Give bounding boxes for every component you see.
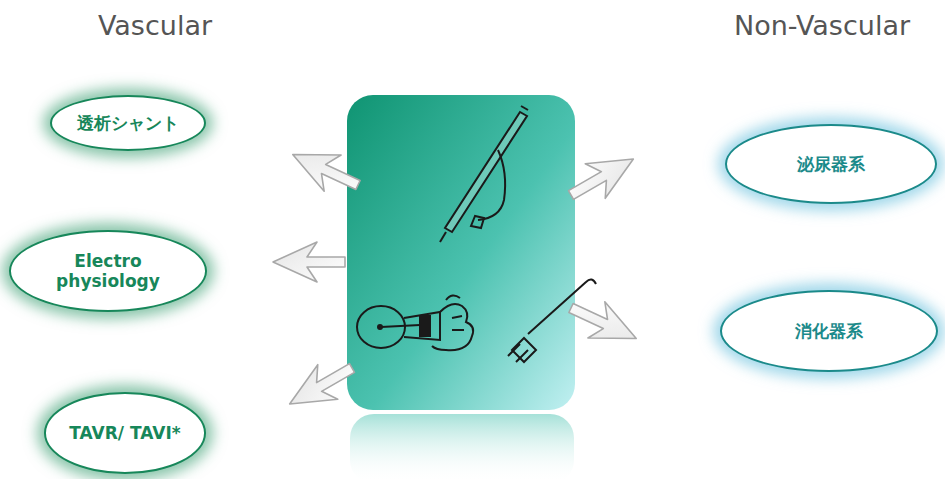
ellipse-node: TAVR/ TAVI* [44,392,207,474]
section-heading: Vascular [98,10,212,41]
open-arrow [563,290,645,357]
node-label: 泌尿器系 [797,154,865,174]
node-label: Electro physiology [39,251,176,292]
balloon-hand-icon [357,295,473,350]
catheter-icon [440,106,528,242]
ellipse-node: Electro physiology [9,230,208,312]
node-label: 消化器系 [795,321,863,341]
open-arrows [273,136,645,421]
node-label: TAVR/ TAVI* [69,423,180,443]
guidewire-icon [508,279,596,362]
ellipse-node: 泌尿器系 [725,124,937,204]
ellipse-node: 透析シャント [50,95,206,151]
open-arrow [561,142,643,213]
node-label: 透析シャント [77,113,179,133]
open-arrow [280,351,362,422]
open-arrow [273,242,345,282]
device-panel [347,95,575,410]
ellipse-node: 消化器系 [720,290,938,372]
reflection [350,414,574,479]
open-arrow [284,136,366,203]
section-heading: Non-Vascular [734,10,910,41]
